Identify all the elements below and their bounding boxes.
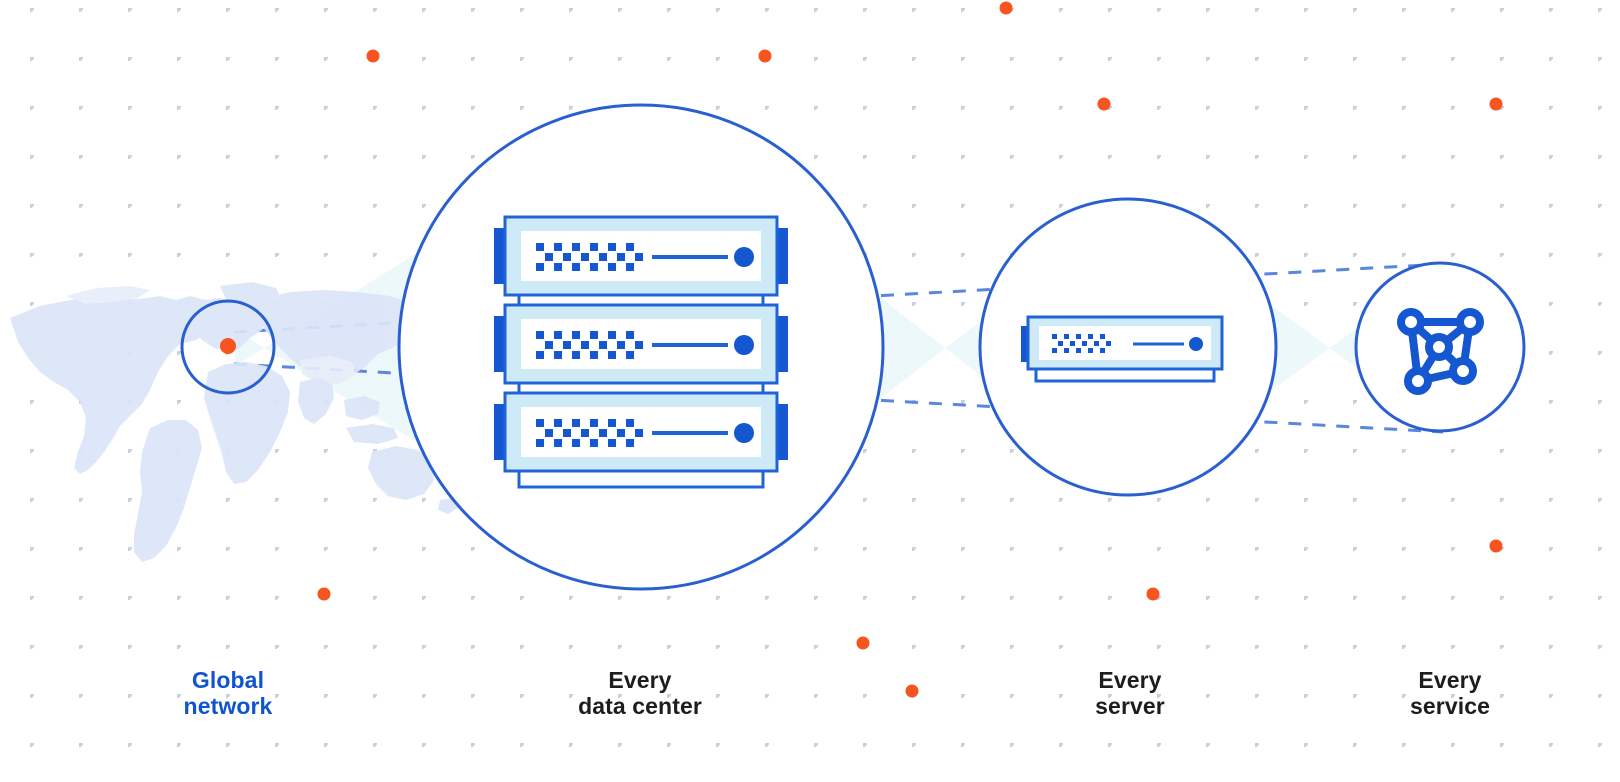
orange-dot bbox=[1097, 97, 1111, 111]
world-map-icon bbox=[10, 282, 458, 562]
vent-grid-2 bbox=[536, 331, 643, 359]
stage-label-every-data-center: Every data center bbox=[578, 667, 702, 719]
mesh-node-center bbox=[1425, 333, 1453, 361]
server-rack-unit-3 bbox=[494, 391, 788, 473]
orange-dot bbox=[856, 636, 870, 650]
orange-dot bbox=[366, 49, 380, 63]
rack-base bbox=[517, 469, 765, 489]
network-mesh-nodes bbox=[1397, 308, 1484, 395]
orange-dot bbox=[1146, 587, 1160, 601]
orange-accent-dots bbox=[317, 1, 1503, 698]
mesh-node-bottom-left bbox=[1404, 367, 1432, 395]
every-server-group bbox=[978, 197, 1278, 497]
orange-dot bbox=[1489, 97, 1503, 111]
location-pin-dot bbox=[220, 338, 236, 354]
mesh-node-bottom-right bbox=[1449, 357, 1477, 385]
global-network-circle bbox=[180, 299, 276, 395]
orange-dot bbox=[317, 587, 331, 601]
stage-label-global-network: Global network bbox=[183, 667, 273, 719]
orange-dot bbox=[999, 1, 1013, 15]
vent-grid-server bbox=[1052, 334, 1111, 353]
mesh-node-top-right bbox=[1456, 308, 1484, 336]
every-data-center-group bbox=[397, 103, 885, 591]
orange-dot bbox=[758, 49, 772, 63]
single-server-icon bbox=[1021, 315, 1224, 383]
mesh-node-top-left bbox=[1397, 308, 1425, 336]
vent-grid-1 bbox=[536, 243, 643, 271]
server-rack-unit-2 bbox=[494, 303, 788, 385]
vent-grid-3 bbox=[536, 419, 643, 447]
orange-dot bbox=[905, 684, 919, 698]
stage-label-every-server: Every server bbox=[1095, 667, 1165, 719]
stage-label-every-service: Every service bbox=[1410, 667, 1490, 719]
server-rack-unit-1 bbox=[494, 215, 788, 297]
orange-dot bbox=[1489, 539, 1503, 553]
every-service-group bbox=[1354, 261, 1526, 433]
